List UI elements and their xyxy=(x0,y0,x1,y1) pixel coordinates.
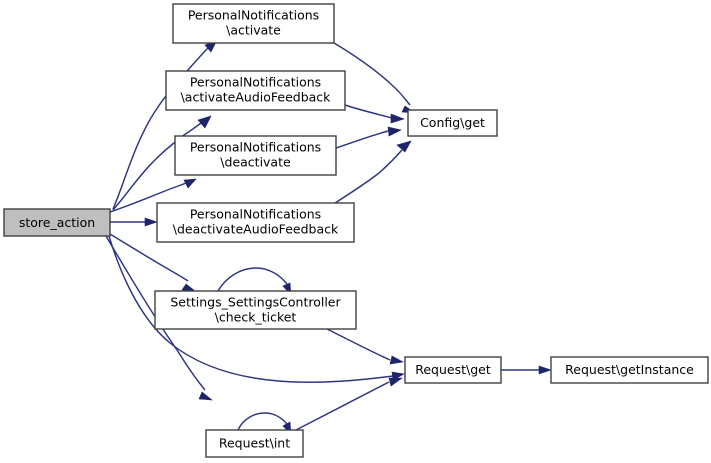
node-request-getinstance-label: Request\getInstance xyxy=(565,362,694,377)
node-personalnotifications-deactivateaudiofeedback-line1: PersonalNotifications xyxy=(190,207,321,222)
edge-pn_activate-to-config_get xyxy=(333,42,417,114)
node-personalnotifications-deactivate-line2: \deactivate xyxy=(220,155,291,170)
node-store-action[interactable]: store_action xyxy=(3,208,111,237)
edge-pn_deactivateAudioFeedback-to-config_get xyxy=(334,140,412,204)
node-personalnotifications-deactivateaudiofeedback-line2: \deactivateAudioFeedback xyxy=(173,222,339,237)
node-personalnotifications-activate-line2: \activate xyxy=(226,23,281,38)
node-personalnotifications-deactivateaudiofeedback[interactable]: PersonalNotifications \deactivateAudioFe… xyxy=(156,202,355,243)
node-request-get[interactable]: Request\get xyxy=(404,356,502,384)
node-settings-settingscontroller-check-ticket-line1: Settings_SettingsController xyxy=(170,295,341,310)
node-personalnotifications-activate-line1: PersonalNotifications xyxy=(188,8,319,23)
node-request-int[interactable]: Request\int xyxy=(205,429,304,458)
node-personalnotifications-activateaudiofeedback[interactable]: PersonalNotifications \activateAudioFeed… xyxy=(165,70,346,111)
edge-request_int-to-request_get xyxy=(295,377,403,431)
node-request-getinstance[interactable]: Request\getInstance xyxy=(550,356,709,384)
edge-store_action-to-pn_deactivate xyxy=(109,178,197,213)
node-store-action-label: store_action xyxy=(19,215,95,230)
edge-store_action-to-pn_activateAudioFeedback xyxy=(112,115,212,211)
node-personalnotifications-activateaudiofeedback-line2: \activateAudioFeedback xyxy=(181,90,332,105)
node-personalnotifications-deactivate-line1: PersonalNotifications xyxy=(190,140,321,155)
node-config-get[interactable]: Config\get xyxy=(407,109,498,137)
edge-request_get-to-request_getInstance xyxy=(501,365,552,375)
node-personalnotifications-deactivate[interactable]: PersonalNotifications \deactivate xyxy=(174,135,337,176)
node-request-get-label: Request\get xyxy=(415,362,491,377)
edge-store_action-to-pn_deactivateAudioFeedback xyxy=(110,217,158,227)
edge-pn_activateAudioFeedback-to-config_get xyxy=(344,104,405,124)
node-request-int-label: Request\int xyxy=(219,436,290,451)
edge-settings_check_ticket-to-request_get xyxy=(326,328,404,365)
edge-layer xyxy=(105,39,552,435)
node-settings-settingscontroller-check-ticket[interactable]: Settings_SettingsController \check_ticke… xyxy=(154,290,357,330)
edge-pn_deactivate-to-config_get xyxy=(335,126,402,149)
node-layer: store_action PersonalNotifications \acti… xyxy=(3,3,709,458)
node-settings-settingscontroller-check-ticket-line2: \check_ticket xyxy=(215,310,297,325)
node-personalnotifications-activateaudiofeedback-line1: PersonalNotifications xyxy=(190,75,321,90)
node-personalnotifications-activate[interactable]: PersonalNotifications \activate xyxy=(172,3,335,44)
edge-store_action-to-request_int xyxy=(105,235,213,401)
edge-store_action-to-pn_activate xyxy=(112,39,218,210)
node-config-get-label: Config\get xyxy=(420,115,485,130)
